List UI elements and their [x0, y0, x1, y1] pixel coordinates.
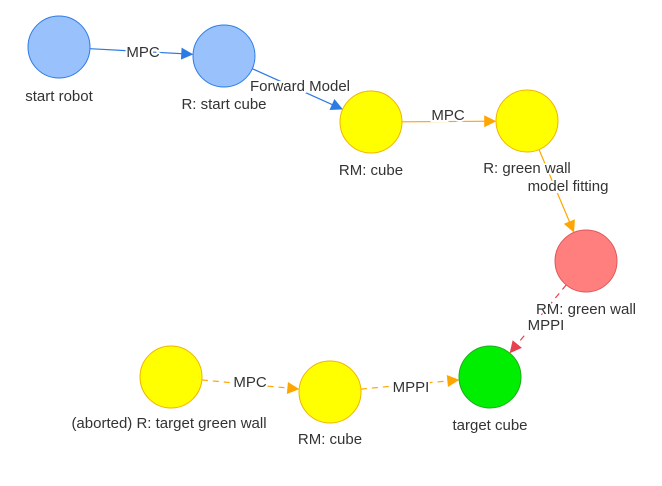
edge-label: MPC: [233, 374, 267, 391]
node-label: R: start cube: [181, 96, 266, 113]
node-label: RM: cube: [339, 162, 403, 179]
edge-label: MPC: [126, 44, 160, 61]
edge-line: [89, 47, 194, 60]
node-green-wall[interactable]: R: green wall: [482, 89, 572, 179]
edge-label: Forward Model: [250, 78, 350, 95]
edge-label: MPC: [431, 107, 465, 124]
edge-rm-cube-2-to-target-cube: MPPI: [360, 375, 460, 398]
node-circle[interactable]: [339, 90, 403, 154]
node-rm-green-wall[interactable]: RM: green wall: [534, 229, 638, 320]
node-start-robot[interactable]: start robot: [24, 15, 95, 107]
node-circle[interactable]: [139, 345, 203, 409]
edge-target-green-wall-to-rm-cube-2: MPC: [201, 372, 300, 394]
node-label: RM: green wall: [536, 301, 636, 318]
edge-label: MPPI: [393, 379, 430, 396]
edge-label: MPPI: [528, 317, 565, 334]
edge-line: [201, 379, 300, 394]
node-circle[interactable]: [495, 89, 559, 153]
node-circle[interactable]: [192, 24, 256, 88]
edge-line: [509, 284, 567, 354]
node-circle[interactable]: [458, 345, 522, 409]
node-rm-cube-2[interactable]: RM: cube: [296, 360, 364, 450]
edge-start-robot-to-start-cube: MPC: [89, 42, 194, 63]
node-rm-cube-1[interactable]: RM: cube: [337, 90, 405, 181]
edge-line: [538, 149, 575, 233]
edge-rm-green-wall-to-target-cube: MPPI: [509, 284, 567, 354]
node-label: start robot: [25, 88, 93, 105]
node-circle[interactable]: [554, 229, 618, 293]
edge-line: [252, 68, 343, 110]
node-label: (aborted) R: target green wall: [71, 415, 266, 432]
node-target-green-wall[interactable]: (aborted) R: target green wall: [70, 345, 268, 434]
node-circle[interactable]: [27, 15, 91, 79]
edge-start-cube-to-rm-cube-1: Forward Model: [248, 68, 352, 110]
node-start-cube[interactable]: R: start cube: [180, 24, 268, 115]
node-label: RM: cube: [298, 431, 362, 448]
edge-rm-cube-1-to-green-wall: MPC: [401, 105, 497, 128]
edge-line: [401, 115, 497, 128]
edge-green-wall-to-rm-green-wall: model fitting: [526, 149, 610, 233]
node-label: target cube: [452, 417, 527, 434]
node-target-cube[interactable]: target cube: [451, 345, 529, 436]
node-label: R: green wall: [483, 160, 571, 177]
edge-label: model fitting: [528, 178, 609, 195]
edge-line: [360, 375, 460, 390]
node-circle[interactable]: [298, 360, 362, 424]
